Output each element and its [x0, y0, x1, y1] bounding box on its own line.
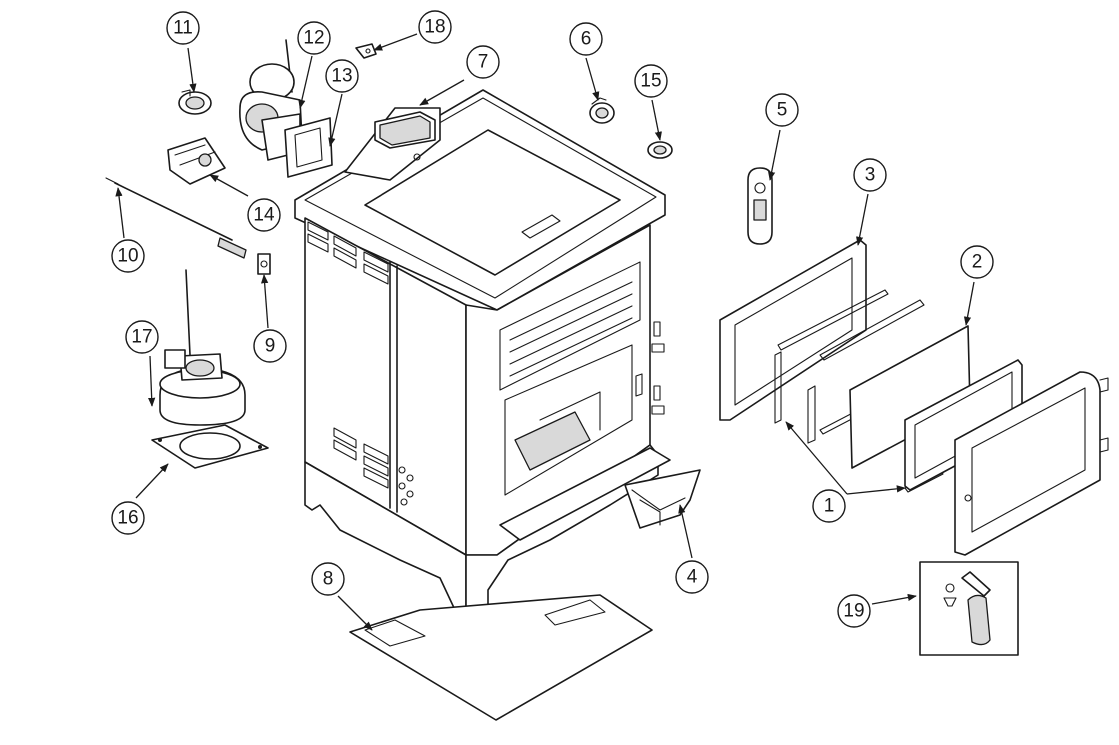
callout-2: 2 [960, 245, 994, 279]
callout-9: 9 [253, 329, 287, 363]
svg-text:12: 12 [303, 28, 324, 49]
svg-text:10: 10 [117, 246, 138, 267]
callout-6: 6 [569, 22, 603, 56]
remote-control [747, 167, 773, 245]
auger-motor [167, 137, 226, 185]
snap-disc-6 [589, 97, 615, 124]
svg-text:5: 5 [777, 100, 788, 121]
convection-blower-gasket [151, 424, 269, 469]
blower-gasket [284, 117, 333, 178]
svg-text:14: 14 [253, 205, 275, 226]
convection-blower [159, 269, 246, 426]
left-side-vents-upper [307, 221, 389, 285]
door-hinge-pins [635, 321, 665, 415]
svg-text:9: 9 [265, 336, 276, 357]
callout-4: 4 [675, 560, 709, 594]
callout-10: 10 [111, 239, 145, 273]
svg-text:19: 19 [843, 601, 864, 622]
door-frame-outer [719, 239, 867, 421]
svg-text:3: 3 [865, 165, 876, 186]
ash-pan [624, 469, 701, 529]
front-door [954, 371, 1109, 556]
svg-text:13: 13 [331, 66, 352, 87]
svg-text:4: 4 [687, 567, 698, 588]
callout-5: 5 [765, 93, 799, 127]
pressure-switch [178, 89, 212, 115]
small-switch [355, 43, 377, 59]
callout-7: 7 [466, 45, 500, 79]
control-display-housing [344, 107, 441, 181]
svg-text:16: 16 [117, 508, 138, 529]
callout-19: 19 [837, 594, 871, 628]
svg-text:7: 7 [478, 52, 489, 73]
svg-text:15: 15 [640, 71, 661, 92]
callout-1: 1 [812, 489, 846, 523]
svg-text:8: 8 [323, 569, 334, 590]
callout-8: 8 [311, 562, 345, 596]
callout-17: 17 [125, 320, 159, 354]
igniter-rod [105, 177, 247, 259]
door-handle-kit-box [919, 561, 1019, 656]
callout-15: 15 [634, 64, 668, 98]
floor-protector-pad [349, 594, 653, 721]
callout-13: 13 [325, 59, 359, 93]
svg-text:11: 11 [173, 18, 193, 39]
leader-lines [115, 33, 975, 631]
callout-14: 14 [247, 198, 281, 232]
svg-text:6: 6 [581, 29, 592, 50]
svg-text:2: 2 [972, 252, 983, 273]
stove-body [294, 89, 671, 616]
callout-11: 11 [166, 11, 200, 45]
mounting-bracket [257, 253, 271, 275]
callout-18: 18 [418, 10, 452, 44]
left-side-vents-lower [333, 427, 389, 489]
side-control-knobs [398, 466, 414, 506]
callout-12: 12 [297, 21, 331, 55]
callout-16: 16 [111, 501, 145, 535]
svg-text:17: 17 [131, 327, 152, 348]
callout-3: 3 [853, 158, 887, 192]
svg-text:1: 1 [824, 496, 835, 517]
snap-disc-15 [647, 141, 673, 159]
svg-text:18: 18 [424, 17, 445, 38]
